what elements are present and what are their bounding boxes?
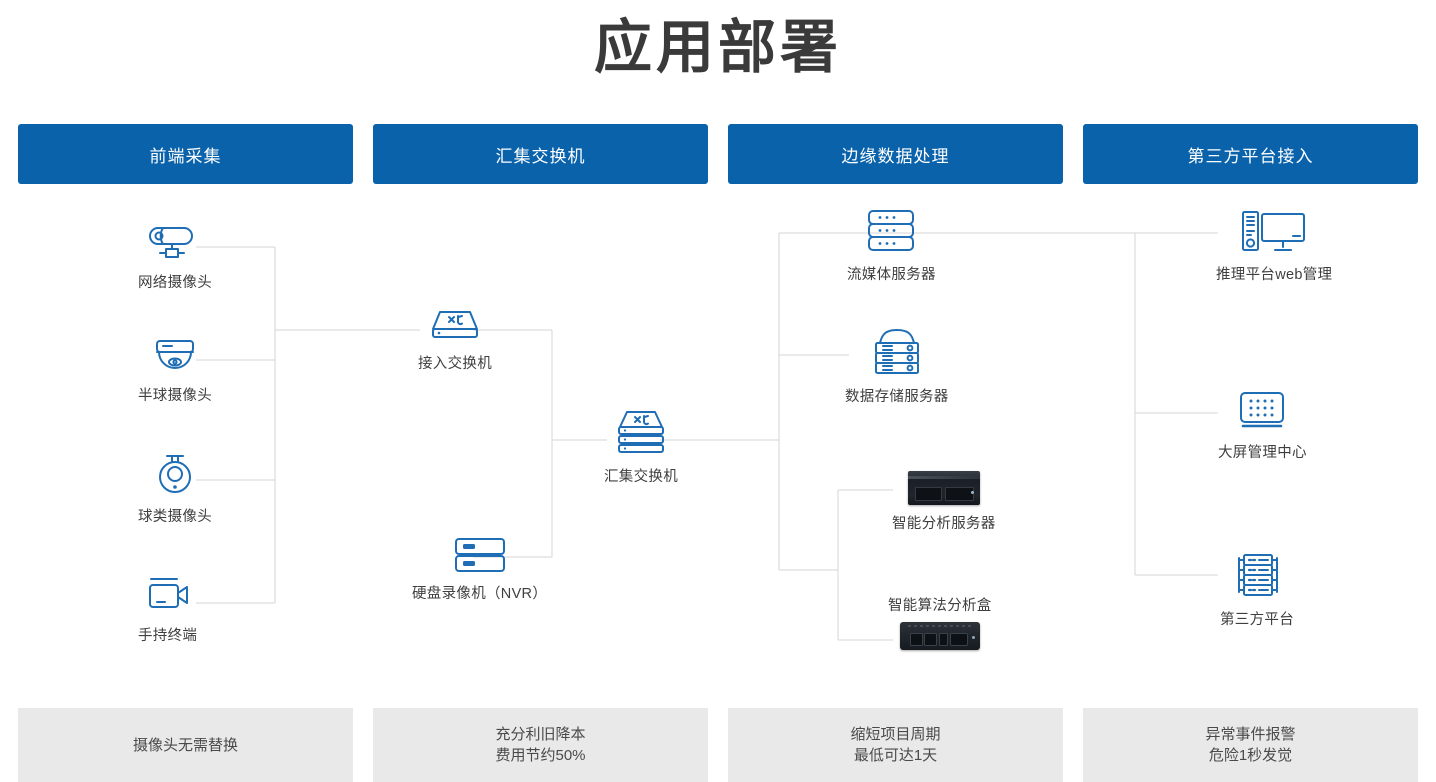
benefit-third-party: 异常事件报警 危险1秒发觉: [1083, 708, 1418, 782]
node-label: 硬盘录像机（NVR）: [412, 586, 548, 602]
benefit-front-end: 摄像头无需替换: [18, 708, 353, 782]
nvr-icon: [454, 538, 505, 572]
benefit-aggregation: 充分利旧降本 费用节约50%: [373, 708, 708, 782]
node-third-party-platform[interactable]: 第三方平台: [1220, 551, 1294, 629]
storage-server-icon: [874, 329, 919, 374]
node-label: 流媒体服务器: [847, 267, 936, 283]
aggregation-switch-icon: [618, 411, 664, 453]
ptz-ball-camera-icon: [159, 455, 191, 493]
connector-wires: [196, 232, 1218, 641]
node-analysis-server[interactable]: 智能分析服务器: [892, 471, 996, 533]
node-ptz-camera[interactable]: 球类摄像头: [138, 450, 212, 526]
streaming-server-icon: [868, 210, 915, 251]
benefit-line: 缩短项目周期: [850, 726, 941, 743]
benefit-line: 费用节约50%: [495, 747, 586, 764]
benefit-line: 异常事件报警: [1205, 726, 1296, 743]
node-label: 推理平台web管理: [1216, 267, 1333, 283]
node-label: 智能分析服务器: [892, 516, 996, 532]
page-title: 应用部署: [593, 15, 842, 80]
dome-camera-icon: [156, 340, 194, 369]
benefit-line: 充分利旧降本: [495, 726, 586, 743]
node-aggregation-switch[interactable]: 汇集交换机: [604, 406, 678, 486]
diagram-canvas: 网络摄像头 半球摄像头: [0, 188, 1436, 700]
node-inference-web-management[interactable]: 推理平台web管理: [1216, 208, 1332, 284]
server-rack-icon: [1238, 554, 1278, 596]
stage-header-row: 前端采集 汇集交换机 边缘数据处理 第三方平台接入: [18, 124, 1418, 184]
node-dome-camera[interactable]: 半球摄像头: [138, 333, 212, 405]
node-label: 球类摄像头: [138, 509, 212, 525]
analysis-server-photo: [907, 471, 980, 505]
access-switch-icon: [432, 311, 478, 338]
node-label: 手持终端: [138, 628, 198, 644]
benefit-line: 摄像头无需替换: [132, 736, 238, 754]
node-video-wall-center[interactable]: 大屏管理中心: [1218, 388, 1307, 462]
node-algorithm-box[interactable]: 智能算法分析盒: [888, 594, 992, 650]
node-label: 接入交换机: [418, 356, 492, 372]
node-streaming-server[interactable]: 流媒体服务器: [847, 206, 936, 284]
benefit-line: 最低可达1天: [853, 747, 938, 764]
benefits-footer-row: 摄像头无需替换 充分利旧降本 费用节约50% 缩短项目周期 最低可达1天 异常事…: [18, 708, 1418, 782]
node-label: 汇集交换机: [604, 469, 678, 485]
video-wall-icon: [1240, 392, 1285, 428]
node-access-switch[interactable]: 接入交换机: [418, 303, 492, 373]
benefit-edge-processing: 缩短项目周期 最低可达1天: [728, 708, 1063, 782]
stage-header-front-end: 前端采集: [18, 124, 353, 184]
node-label: 网络摄像头: [138, 275, 212, 291]
stage-header-aggregation: 汇集交换机: [373, 124, 708, 184]
stage-header-third-party: 第三方平台接入: [1083, 124, 1418, 184]
node-label: 数据存储服务器: [845, 389, 949, 405]
node-label: 大屏管理中心: [1218, 445, 1307, 461]
bullet-camera-icon: [149, 227, 193, 258]
node-label: 半球摄像头: [138, 388, 212, 404]
node-label: 第三方平台: [1220, 612, 1294, 628]
desktop-pc-icon: [1242, 211, 1306, 251]
stage-header-edge-processing: 边缘数据处理: [728, 124, 1063, 184]
benefit-line: 危险1秒发觉: [1208, 747, 1293, 764]
node-network-camera[interactable]: 网络摄像头: [138, 214, 212, 292]
algorithm-box-photo: [899, 622, 980, 650]
node-handheld-terminal[interactable]: 手持终端: [138, 573, 197, 645]
handheld-camcorder-icon: [148, 578, 188, 608]
node-label: 智能算法分析盒: [888, 598, 992, 614]
node-nvr[interactable]: 硬盘录像机（NVR）: [412, 533, 547, 603]
node-storage-server[interactable]: 数据存储服务器: [845, 326, 949, 406]
